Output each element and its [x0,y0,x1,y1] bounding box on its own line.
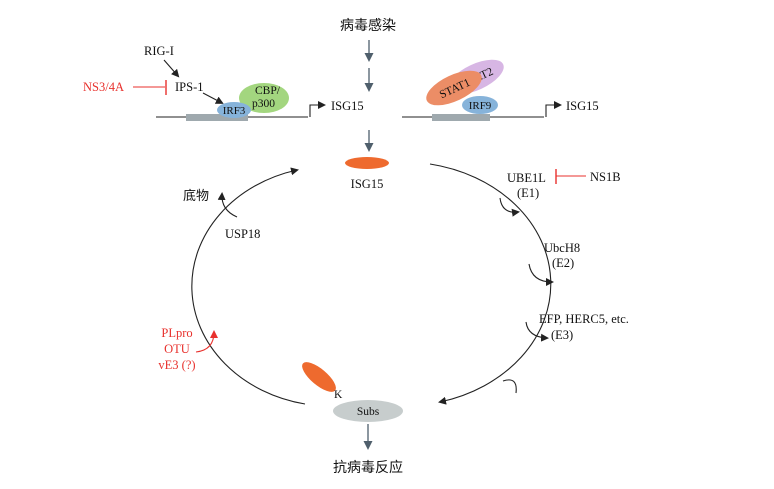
e3-release-curve [502,379,517,394]
e1-label: (E1) [517,186,539,200]
substrate-release-arrow [217,192,238,218]
stat1-shape [426,70,482,106]
e2-label: (E2) [552,256,574,270]
usp18-label: USP18 [225,227,260,241]
promoter-box-right [432,114,490,121]
cbp-label: CBP/ [255,85,281,97]
ve3-label: vE3 (?) [158,358,195,372]
isg15-protein-shape [345,157,389,169]
irf9-shape [462,96,498,114]
transcription-arrow-left [309,101,326,117]
k-label: K [334,389,343,401]
promoter-box-left [186,114,248,121]
ips-1-arrow [202,92,224,104]
p300-label: p300 [252,98,275,110]
rig-i-label: RIG-I [144,44,174,58]
cbp-p300-shape [239,83,289,113]
e3-label: (E3) [551,328,573,342]
isg15-conjugated-shape [302,362,336,392]
otu-label: OTU [164,342,190,356]
ubch8-side-arrow [528,263,554,286]
plpro-label: PLpro [161,326,192,340]
isg15-protein-label: ISG15 [351,177,384,191]
irf3-label: IRF3 [223,105,246,117]
viral-deconjugase-arrow [195,330,218,353]
ube1l-side-arrow [499,197,520,217]
ubch8-label: UbcH8 [544,241,580,255]
deconjugation-arc [191,167,306,405]
rig-i-arrow [163,59,180,78]
irf3-shape [217,102,251,118]
isg15-promoter-right-label: ISG15 [566,99,599,113]
subs-shape [333,400,403,422]
isg15-promoter-left-label: ISG15 [331,99,364,113]
subs-label: Subs [357,406,380,418]
irf9-label: IRF9 [469,100,492,112]
efp-side-arrow [525,321,549,342]
ns1b-label: NS1B [590,170,621,184]
antiviral-label: 抗病毒反应 [333,459,403,476]
efp-label: EFP, HERC5, etc. [539,312,629,326]
ips-1-label: IPS-1 [175,80,203,94]
virus-infection-label: 病毒感染 [340,17,396,34]
transcription-arrow-right [545,101,562,117]
substrate-label: 底物 [183,188,209,203]
ube1l-label: UBE1L [507,171,546,185]
ns3-4a-label: NS3/4A [83,80,124,94]
